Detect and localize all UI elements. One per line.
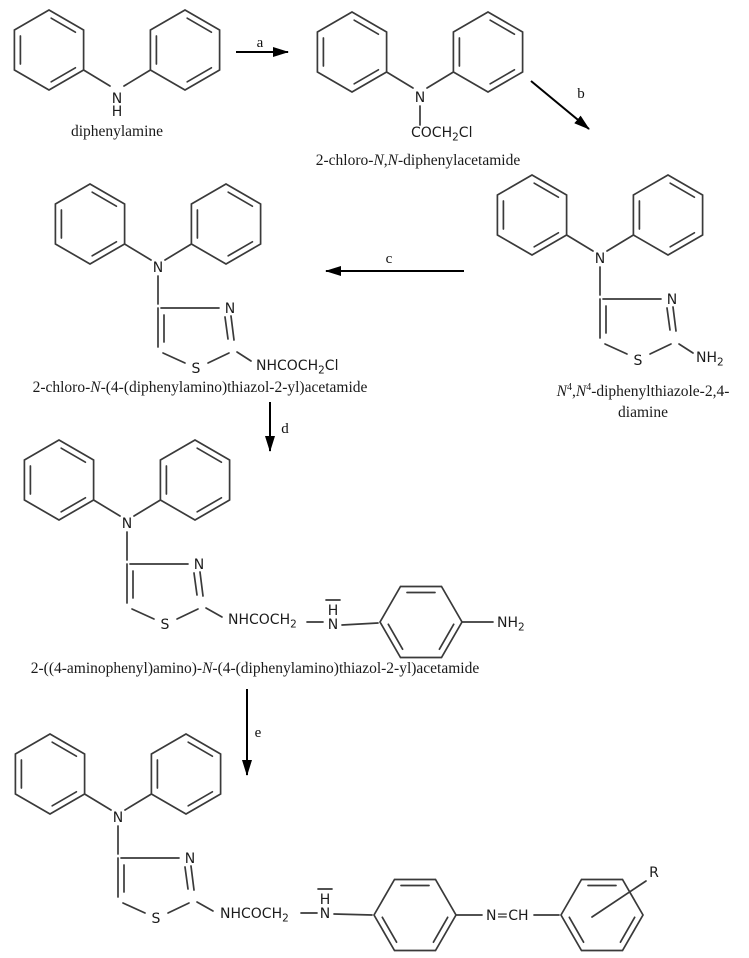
s4-thiazole-n-label: N bbox=[225, 301, 235, 317]
s3-thiazole-s-label: S bbox=[634, 353, 643, 369]
s3-n-label: N bbox=[595, 251, 605, 267]
step-label-d: d bbox=[281, 421, 289, 437]
step-label-b: b bbox=[577, 86, 585, 102]
step-label-c: c bbox=[386, 251, 393, 267]
s1-h-label: H bbox=[112, 104, 123, 120]
s6-amine-n-label: N bbox=[320, 906, 330, 922]
compound-name-aminophenyl-acetamide: 2-((4-aminophenyl)amino)-N-(4-(diphenyla… bbox=[30, 660, 480, 677]
structure-thiazole-diamine: N N S NH2 bbox=[497, 175, 724, 369]
s6-amine-h-label: H bbox=[320, 892, 331, 908]
s4-n-label: N bbox=[153, 260, 163, 276]
step-label-a: a bbox=[257, 35, 264, 51]
structure-chloro-thiazolyl-acetamide: N N S NHCOCH2Cl bbox=[55, 184, 338, 377]
s6-chain-label: NHCOCH2 bbox=[220, 906, 289, 925]
reaction-arrows: a b c d e bbox=[236, 35, 590, 776]
step-label-e: e bbox=[255, 725, 262, 741]
s3-nh2-label: NH2 bbox=[696, 350, 724, 369]
s5-thiazole-n-label: N bbox=[194, 557, 204, 573]
s6-thiazole-n-label: N bbox=[185, 851, 195, 867]
s5-chain-label: NHCOCH2 bbox=[228, 612, 297, 631]
structure-schiff-base-product: N N S NHCOCH2 N H N=CH R bbox=[15, 734, 659, 952]
s3-thiazole-n-label: N bbox=[667, 292, 677, 308]
s4-thiazole-s-label: S bbox=[192, 361, 201, 377]
compound-name-thiazole-diamine: N4,N4-diphenylthiazole-2,4-diamine bbox=[556, 382, 730, 422]
arrow-b bbox=[530, 80, 590, 130]
s6-imine-label: N=CH bbox=[486, 908, 529, 924]
compound-name-diphenylamine: diphenylamine bbox=[70, 123, 164, 140]
s5-nh2-label: NH2 bbox=[497, 615, 525, 634]
s5-amine-n-label: N bbox=[328, 617, 338, 633]
s2-n-label: N bbox=[415, 90, 425, 106]
structure-aminophenyl-acetamide: N N S NHCOCH2 N H NH2 bbox=[24, 440, 525, 659]
s2-chain-label: COCH2Cl bbox=[411, 125, 472, 144]
structure-chloroacetamide: N COCH2Cl bbox=[317, 12, 522, 144]
structure-diphenylamine: N H bbox=[14, 10, 219, 120]
s4-chain-label: NHCOCH2Cl bbox=[256, 358, 338, 377]
s6-r-label: R bbox=[649, 865, 659, 881]
s5-thiazole-s-label: S bbox=[161, 617, 170, 633]
s5-amine-h-label: H bbox=[328, 603, 339, 619]
s6-thiazole-s-label: S bbox=[152, 911, 161, 927]
compound-name-chloroacetamide: 2-chloro-N,N-diphenylacetamide bbox=[315, 152, 521, 169]
s5-n-label: N bbox=[122, 516, 132, 532]
s1-n-label: N bbox=[112, 91, 122, 107]
compound-name-chloro-thiazolyl-acetamide: 2-chloro-N-(4-(diphenylamino)thiazol-2-y… bbox=[32, 379, 368, 396]
s6-n-label: N bbox=[113, 810, 123, 826]
